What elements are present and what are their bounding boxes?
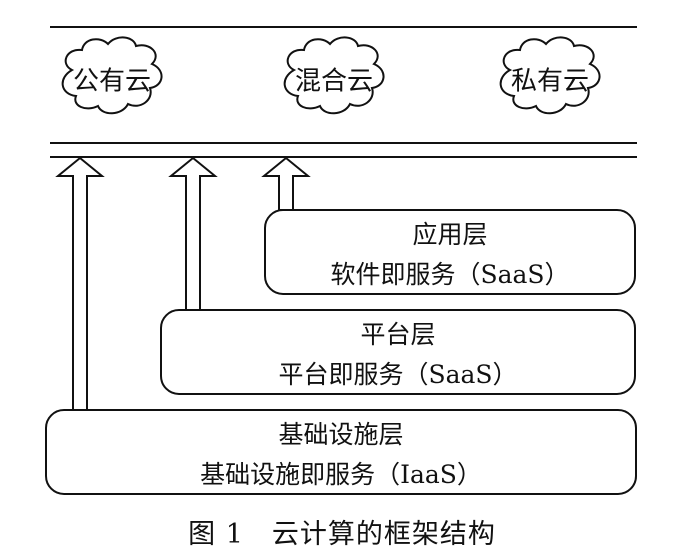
application-layer-box: [264, 209, 636, 295]
cloud-label-public: 公有云: [72, 66, 152, 97]
application-layer-subtitle: 软件即服务（SaaS）: [330, 260, 570, 289]
platform-up-arrow-icon: [168, 156, 218, 311]
figure-caption: 图 1 云计算的框架结构: [188, 519, 496, 550]
application-layer-title: 应用层: [412, 220, 488, 249]
platform-layer-box: [160, 309, 636, 395]
platform-layer-title: 平台层: [360, 320, 436, 349]
infrastructure-layer-subtitle: 基础设施即服务（IaaS）: [200, 460, 482, 489]
cloud-shape-private: [499, 36, 601, 115]
infrastructure-up-arrow-icon: [55, 156, 105, 411]
infrastructure-layer-box: [45, 409, 637, 495]
cloud-label-hybrid: 混合云: [294, 66, 374, 97]
platform-layer-subtitle: 平台即服务（SaaS）: [278, 360, 518, 389]
application-up-arrow-icon: [261, 156, 311, 211]
cloud-shape-hybrid: [283, 36, 385, 115]
infrastructure-layer-title: 基础设施层: [278, 420, 404, 449]
cloud-label-private: 私有云: [510, 66, 590, 97]
cloud-shape-public: [61, 36, 163, 115]
